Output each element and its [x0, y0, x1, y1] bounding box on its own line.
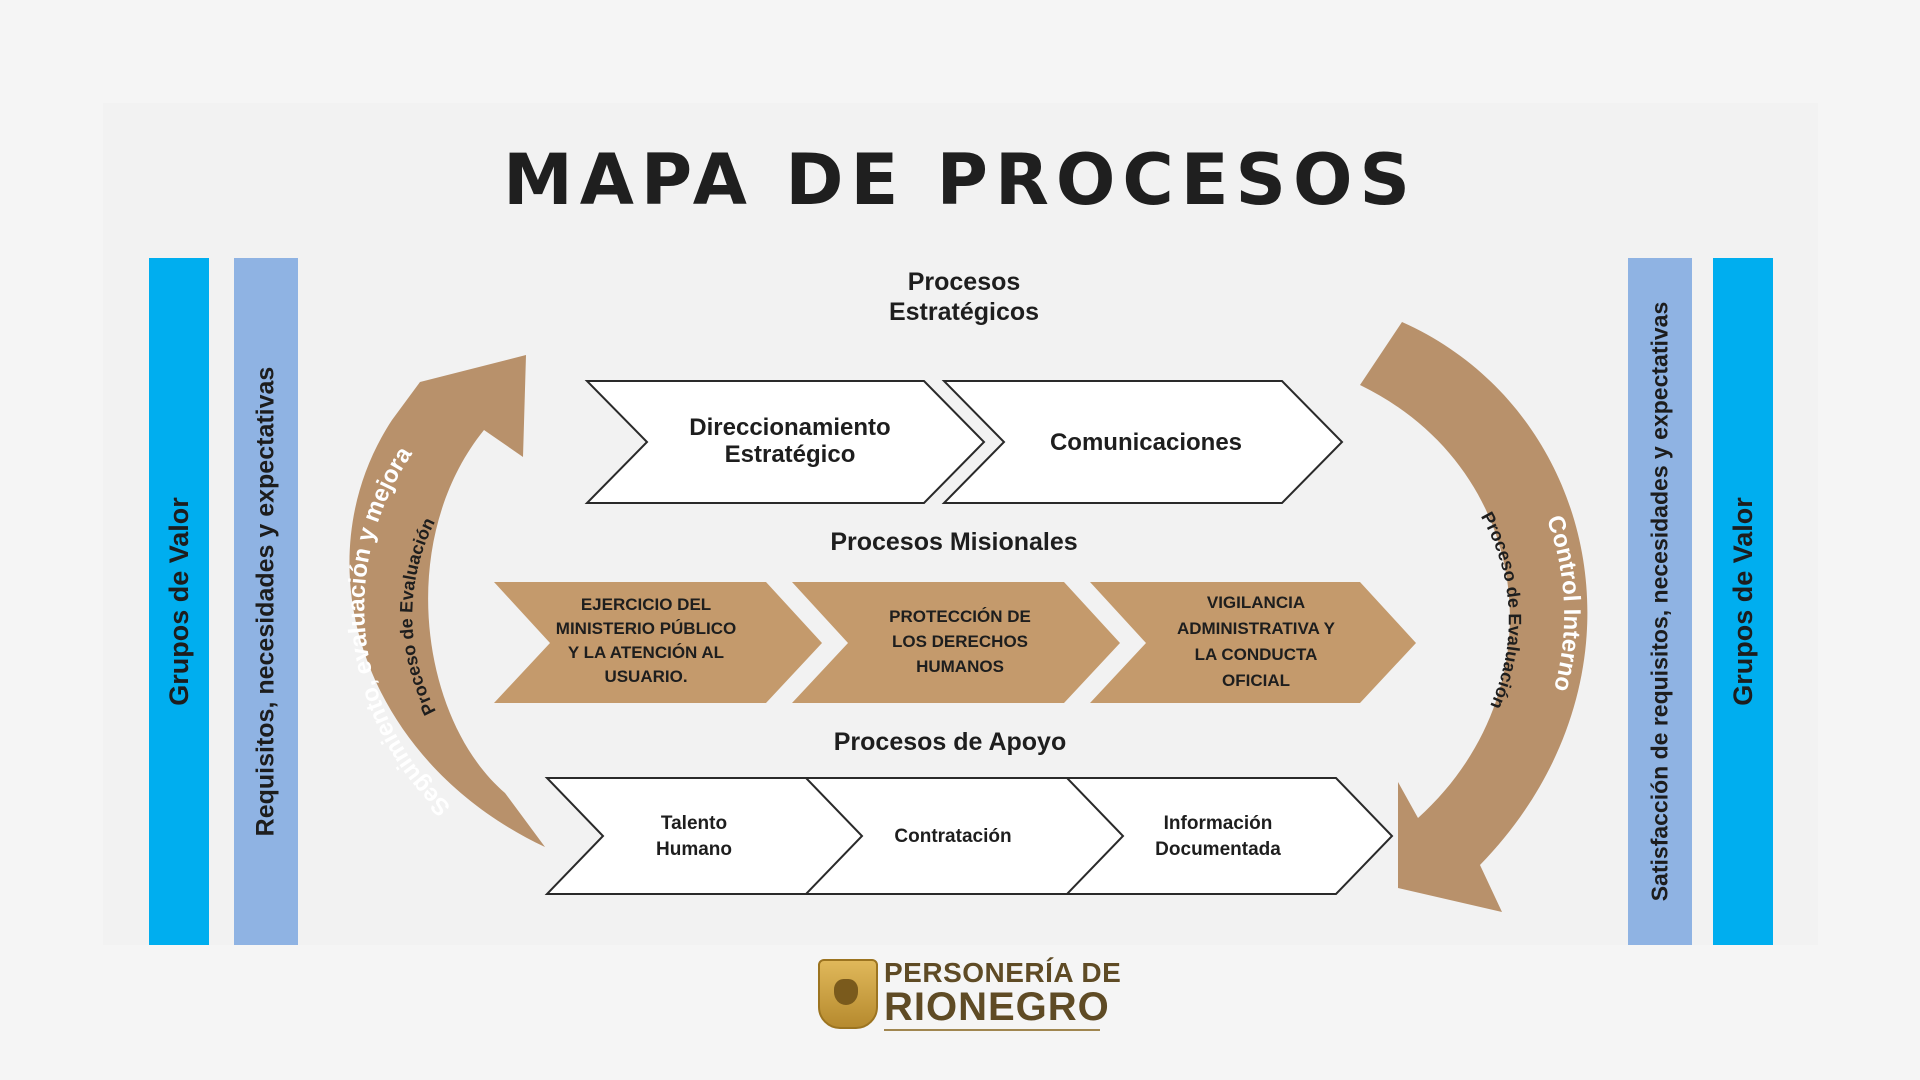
missional-box-derechos: PROTECCIÓN DE LOS DERECHOS HUMANOS — [792, 582, 1120, 703]
comunicaciones-label: Comunicaciones — [1050, 429, 1242, 456]
talento-line1: Talento — [661, 813, 727, 834]
logo-underline — [884, 1029, 1100, 1031]
missional-box-ministerio: EJERCICIO DEL MINISTERIO PÚBLICO Y LA AT… — [494, 582, 822, 703]
page-title: MAPA DE PROCESOS — [503, 139, 1417, 221]
right-satisfaccion-bar: Satisfacción de requisitos, necesidades … — [1628, 258, 1692, 945]
support-box-contratacion: Contratación — [803, 777, 1134, 895]
right-cycle-arrow: Control Interno Proceso de Evaluación — [1360, 322, 1588, 912]
talento-line2: Humano — [656, 839, 732, 860]
contratacion-label: Contratación — [894, 826, 1011, 847]
left-grupos-de-valor-bar: Grupos de Valor — [149, 258, 209, 945]
support-heading: Procesos de Apoyo — [834, 728, 1066, 756]
vigilancia-line3: LA CONDUCTA — [1195, 645, 1318, 664]
ministerio-line2: MINISTERIO PÚBLICO — [556, 619, 736, 638]
support-box-informacion: Información Documentada — [1064, 777, 1394, 895]
strategic-box-direccionamiento: Direccionamiento Estratégico — [584, 380, 986, 504]
ministerio-line3: Y LA ATENCIÓN AL — [568, 643, 724, 662]
direccionamiento-line2: Estratégico — [725, 441, 856, 468]
ministerio-line4: USUARIO. — [604, 667, 687, 686]
logo-line2: RIONEGRO — [884, 985, 1110, 1029]
ministerio-line1: EJERCICIO DEL — [581, 595, 711, 614]
logo-line1: PERSONERÍA DE — [884, 957, 1122, 988]
support-box-talento: Talento Humano — [544, 777, 874, 895]
strategic-heading-line2: Estratégicos — [889, 298, 1039, 326]
informacion-line2: Documentada — [1155, 839, 1281, 860]
direccionamiento-line1: Direccionamiento — [689, 414, 890, 441]
missional-heading: Procesos Misionales — [830, 528, 1077, 556]
personeria-logo: PERSONERÍA DE RIONEGRO — [818, 957, 1121, 1031]
left-arc-shape — [349, 355, 545, 847]
missional-box-vigilancia: VIGILANCIA ADMINISTRATIVA Y LA CONDUCTA … — [1090, 582, 1416, 703]
informacion-line1: Información — [1164, 813, 1273, 834]
strategic-heading-line1: Procesos — [908, 268, 1021, 296]
derechos-line2: LOS DERECHOS — [892, 632, 1028, 651]
derechos-line1: PROTECCIÓN DE — [889, 607, 1031, 626]
vigilancia-line2: ADMINISTRATIVA Y — [1177, 619, 1336, 638]
coat-of-arms-icon — [818, 959, 878, 1029]
left-requisitos-bar: Requisitos, necesidades y expectativas — [234, 258, 298, 945]
left-cycle-arrow: Seguimiento, evaluación y mejora Proceso… — [343, 355, 545, 847]
right-grupos-de-valor-bar: Grupos de Valor — [1713, 258, 1773, 945]
vigilancia-line1: VIGILANCIA — [1207, 593, 1305, 612]
derechos-line3: HUMANOS — [916, 657, 1004, 676]
right-arc-shape — [1360, 322, 1588, 912]
vigilancia-line4: OFICIAL — [1222, 671, 1290, 690]
strategic-box-comunicaciones: Comunicaciones — [941, 380, 1344, 504]
